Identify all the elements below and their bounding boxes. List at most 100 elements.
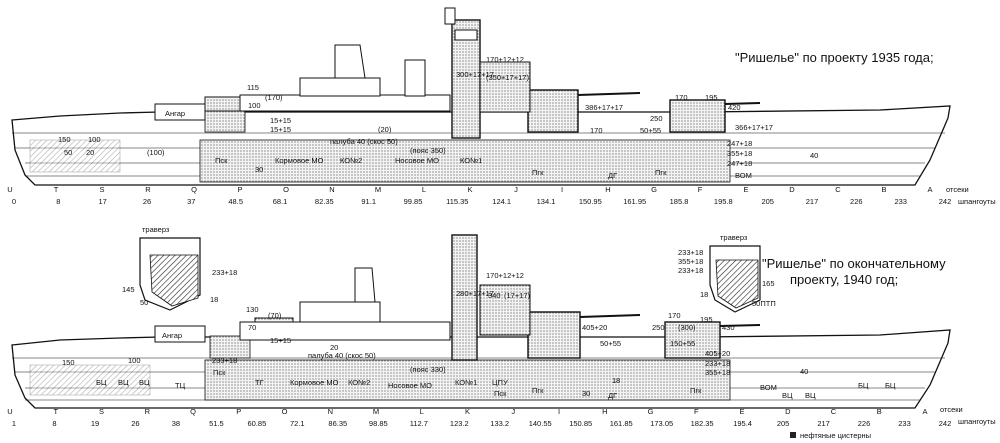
top-armor-28: 30: [255, 165, 263, 174]
bottom-compartment-10: K: [465, 407, 470, 416]
bottom-armor-1: 170+12+12: [486, 271, 524, 280]
bottom-room-1: Пск: [213, 368, 226, 377]
top-armor-26: 100: [248, 101, 261, 110]
section-left-v4: 18: [210, 295, 218, 304]
bottom-compartment-3: R: [145, 407, 151, 416]
top-armor-17: 20: [86, 148, 94, 157]
bottom-frame-11: 123.2: [450, 419, 469, 428]
bottom-room-16: ВОМ: [760, 383, 777, 392]
top-frame-1: 8: [56, 197, 60, 206]
bottom-armor-25: 18: [612, 376, 620, 385]
bottom-frame-17: 182.35: [691, 419, 714, 428]
bottom-frame-10: 112.7: [410, 419, 428, 428]
top-frame-8: 91.1: [361, 197, 376, 206]
top-compartments-label: отсеки: [946, 185, 969, 194]
top-title: "Ришелье" по проекту 1935 года;: [735, 50, 934, 65]
top-armor-18: 170: [590, 126, 603, 135]
top-room-psk: Пск: [215, 156, 228, 165]
bottom-room-12: Пск: [494, 389, 507, 398]
top-armor-4: 386+17+17: [585, 103, 623, 112]
section-right-v2: 355+18: [678, 257, 703, 266]
top-armor-23: 170: [675, 93, 688, 102]
top-frame-7: 82.35: [315, 197, 334, 206]
bottom-armor-27: 40: [800, 367, 808, 376]
bottom-frame-15: 161.85: [610, 419, 633, 428]
bottom-frame-12: 133.2: [490, 419, 509, 428]
bottom-armor-2: 280+17+17: [456, 289, 494, 298]
top-frame-13: 150.95: [579, 197, 602, 206]
top-compartment-0: U: [7, 185, 12, 194]
top-compartment-12: I: [561, 185, 563, 194]
bottom-compartment-2: S: [99, 407, 104, 416]
top-compartment-18: C: [835, 185, 841, 194]
bottom-compartment-15: F: [694, 407, 699, 416]
top-armor-9: палуба 40 (скос 50): [330, 137, 398, 146]
bottom-compartment-14: G: [648, 407, 654, 416]
top-frame-12: 134.1: [537, 197, 556, 206]
bottom-frame-13: 140.55: [529, 419, 552, 428]
bottom-compartment-17: D: [785, 407, 791, 416]
legend-text: нефтяные цистерны: [800, 431, 871, 440]
section-left-v3: 50: [140, 298, 148, 307]
bottom-compartment-12: I: [558, 407, 560, 416]
bottom-frame-23: 242: [939, 419, 952, 428]
top-compartment-4: Q: [191, 185, 197, 194]
top-armor-25: (170): [265, 93, 283, 102]
bottom-citadel: [204, 359, 731, 401]
top-compartment-15: F: [698, 185, 703, 194]
top-armor-24: 115: [247, 83, 259, 92]
bottom-armor-21: 195: [700, 315, 713, 324]
bottom-room-11: ЦПУ: [492, 378, 508, 387]
bottom-armor-6: 405+20: [705, 349, 730, 358]
bottom-compartment-6: O: [282, 407, 288, 416]
bottom-frame-1: 8: [52, 419, 56, 428]
bottom-frame-0: 1: [12, 419, 16, 428]
top-compartment-19: B: [881, 185, 886, 194]
top-room-ko1: КО№1: [460, 156, 482, 165]
bottom-room-5: ВЦ: [139, 378, 150, 387]
bottom-frame-6: 60.85: [248, 419, 267, 428]
top-compartment-7: N: [329, 185, 334, 194]
top-frame-10: 115.35: [446, 197, 468, 206]
top-armor-11: 15+15: [270, 116, 291, 125]
top-armor-20: 250: [650, 114, 663, 123]
bottom-compartment-19: B: [877, 407, 882, 416]
bottom-armor-5: 405+20: [582, 323, 607, 332]
bottom-frame-14: 150.85: [569, 419, 592, 428]
section-inset-right: траверз 233+18 355+18 233+18 165 18 50ПТ…: [678, 233, 776, 313]
top-armor-14: 100: [88, 135, 101, 144]
top-armor-16: 50: [64, 148, 72, 157]
section-right-v6: 50ПТП: [752, 299, 776, 308]
top-compartment-8: M: [375, 185, 381, 194]
bottom-frame-18: 195.4: [733, 419, 752, 428]
top-armor-21: 420: [728, 103, 741, 112]
bottom-frame-20: 217: [817, 419, 830, 428]
top-armor-29: 40: [810, 151, 818, 160]
top-frame-9: 99.85: [404, 197, 423, 206]
top-armor-2: 300+17+17: [456, 70, 494, 79]
bottom-compartment-5: P: [236, 407, 241, 416]
bottom-room-15: Пгк: [690, 386, 702, 395]
bottom-room-6: БЦ: [96, 378, 107, 387]
bottom-armor-22: 430: [722, 323, 735, 332]
section-right-v1: 233+18: [678, 248, 703, 257]
bottom-compartment-1: T: [54, 407, 59, 416]
bottom-title-2: проекту, 1940 год;: [790, 272, 898, 287]
top-frame-3: 26: [143, 197, 151, 206]
top-armor-10: (пояс 350): [410, 146, 446, 155]
bottom-armor-28: 20: [330, 343, 338, 352]
bottom-compartment-16: E: [739, 407, 744, 416]
bottom-compartment-11: J: [511, 407, 515, 416]
bottom-armor-12: 15+15: [270, 336, 291, 345]
top-room-ko2: КО№2: [340, 156, 362, 165]
top-compartment-14: G: [651, 185, 657, 194]
top-fwd-turret-1: [527, 89, 579, 133]
top-aft-turret: [204, 96, 246, 112]
bottom-room-4: ВЦ: [118, 378, 129, 387]
bottom-profile: Ангар Пск ТГ ТЦ ВЦ ВЦ БЦ Кормовое МО КО№…: [11, 234, 951, 409]
bottom-room-3: ТЦ: [175, 381, 186, 390]
top-room-fwd-mo: Носовое МО: [395, 156, 439, 165]
top-armor-8: 247+18: [727, 159, 752, 168]
bottom-conning-tower: [451, 234, 478, 361]
